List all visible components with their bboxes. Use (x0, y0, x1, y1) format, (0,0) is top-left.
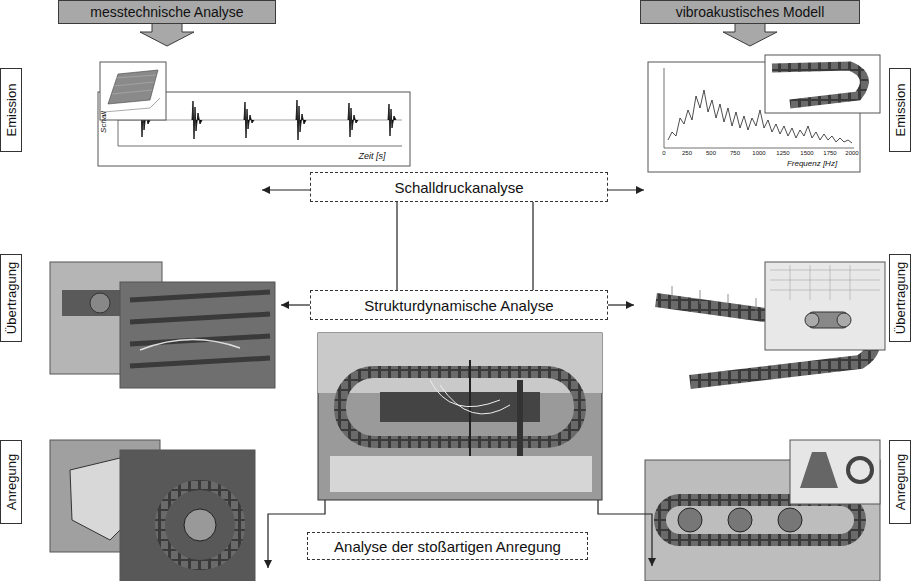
section-header: vibroakustisches Modell (640, 0, 860, 24)
tick-label: 750 (730, 150, 740, 156)
axis-label: Schall (100, 111, 108, 133)
tick-label: 1750 (823, 150, 836, 156)
row-label-text: Anregung (4, 454, 19, 510)
row-label-text: Anregung (893, 454, 908, 510)
row-label: Emission (889, 68, 911, 152)
row-label: Übertragung (0, 254, 22, 342)
axis-label: Zeit [s] (358, 152, 385, 161)
box-label: Analyse der stoßartigen Anregung (334, 538, 561, 555)
header-arrow (140, 22, 777, 46)
row-label: Emission (0, 68, 22, 152)
tick-label: 0 (662, 150, 665, 156)
connector-line (396, 202, 397, 290)
row-label: Anregung (0, 440, 22, 524)
tick-label: 500 (706, 150, 716, 156)
section-header: messtechnische Analyse (58, 0, 276, 24)
box-label: messtechnische Analyse (90, 4, 243, 20)
impact-photo (50, 440, 255, 581)
structure-model (656, 262, 885, 382)
tick-label: 1500 (800, 150, 813, 156)
row-label-text: Übertragung (893, 262, 908, 334)
track-photo (50, 262, 275, 388)
chain-inset (765, 55, 880, 113)
row-label-text: Emission (893, 84, 908, 137)
row-label: Übertragung (889, 254, 911, 342)
box-label: vibroakustisches Modell (676, 4, 825, 20)
box-label: Schalldruckanalyse (394, 179, 523, 196)
excitation-model (645, 440, 880, 581)
row-label-text: Übertragung (4, 262, 19, 334)
tick-label: 250 (682, 150, 692, 156)
pointer-arrow (262, 190, 652, 568)
axis-label: Frequenz [Hz] (787, 160, 837, 168)
analysis-box: Analyse der stoßartigen Anregung (307, 532, 588, 560)
connector-line (532, 202, 533, 290)
analysis-box: Schalldruckanalyse (310, 172, 608, 202)
surface-plot (100, 62, 166, 120)
tick-label: 2000 (845, 150, 858, 156)
test-rig-photo (318, 333, 602, 500)
row-label: Anregung (889, 440, 911, 524)
analysis-box: Strukturdynamische Analyse (310, 290, 608, 320)
tick-label: 1250 (776, 150, 789, 156)
row-label-text: Emission (4, 84, 19, 137)
box-label: Strukturdynamische Analyse (364, 297, 553, 314)
tick-label: 1000 (752, 150, 765, 156)
